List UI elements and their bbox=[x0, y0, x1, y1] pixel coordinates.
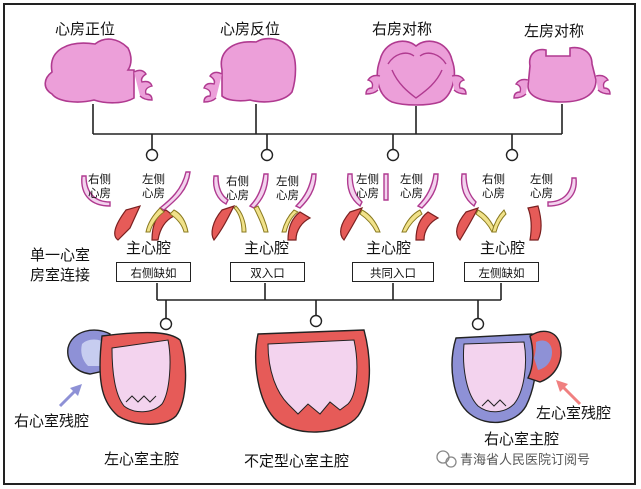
label-left-ventricle-residual: 左心室残腔 bbox=[536, 404, 612, 422]
atrium-label-2: 左侧 心房 bbox=[142, 172, 165, 200]
title-left-isomerism: 左房对称 bbox=[524, 22, 585, 40]
av-panel-4 bbox=[456, 173, 577, 241]
mid-nodes bbox=[159, 314, 485, 331]
av-panel-2 bbox=[211, 173, 317, 242]
atrium-situs-solitus bbox=[44, 38, 153, 104]
atrium-label-7: 右侧 心房 bbox=[482, 172, 505, 200]
atrium-label-8: 左侧 心房 bbox=[530, 172, 553, 200]
bottom-title-indeterminate: 不定型心室主腔 bbox=[244, 452, 350, 470]
atrium-right-isomerism bbox=[365, 40, 467, 106]
connection-box-common-inlet: 共同入口 bbox=[352, 262, 434, 282]
side-label-single-ventricle: 单一心室 bbox=[30, 246, 91, 264]
connection-box-double-inlet: 双入口 bbox=[230, 262, 305, 282]
connection-box-right-absent: 右侧缺如 bbox=[116, 262, 191, 282]
main-chamber-label-1: 主心腔 bbox=[126, 239, 172, 257]
atrium-label-3: 右侧 心房 bbox=[226, 174, 249, 202]
atrium-label-4: 左侧 心房 bbox=[276, 174, 299, 202]
connection-box-left-absent: 左侧缺如 bbox=[464, 262, 539, 282]
side-label-av-connection: 房室连接 bbox=[30, 266, 91, 284]
bottom-title-lv-main: 左心室主腔 bbox=[104, 450, 180, 468]
main-chamber-label-4: 主心腔 bbox=[480, 239, 526, 257]
atrium-label-5: 左侧 心房 bbox=[356, 172, 379, 200]
av-panel-3 bbox=[340, 173, 440, 241]
main-chamber-label-3: 主心腔 bbox=[366, 239, 412, 257]
watermark-icon bbox=[436, 450, 457, 468]
title-situs-solitus: 心房正位 bbox=[55, 20, 116, 38]
title-right-isomerism: 右房对称 bbox=[372, 20, 433, 38]
ventricle-indeterminate bbox=[255, 329, 371, 433]
atrium-situs-inversus bbox=[203, 37, 297, 103]
title-situs-inversus: 心房反位 bbox=[220, 20, 281, 38]
arrow-right-residual bbox=[58, 384, 82, 408]
atrium-left-isomerism bbox=[513, 46, 611, 103]
ventricle-left-main bbox=[67, 329, 187, 425]
arrow-left-residual bbox=[556, 380, 582, 406]
label-right-ventricle-residual: 右心室残腔 bbox=[14, 412, 90, 430]
ventricle-right-main bbox=[451, 330, 562, 424]
atrium-label-6: 左侧 心房 bbox=[400, 172, 423, 200]
top-connectors bbox=[92, 104, 563, 150]
top-nodes bbox=[145, 148, 519, 162]
mid-connectors bbox=[156, 283, 502, 318]
bottom-title-rv-main: 右心室主腔 bbox=[484, 430, 560, 448]
atrium-label-1: 右侧 心房 bbox=[88, 172, 111, 200]
av-panel-1 bbox=[81, 171, 191, 241]
main-chamber-label-2: 主心腔 bbox=[244, 239, 290, 257]
watermark-text: 青海省人民医院订阅号 bbox=[460, 453, 591, 468]
